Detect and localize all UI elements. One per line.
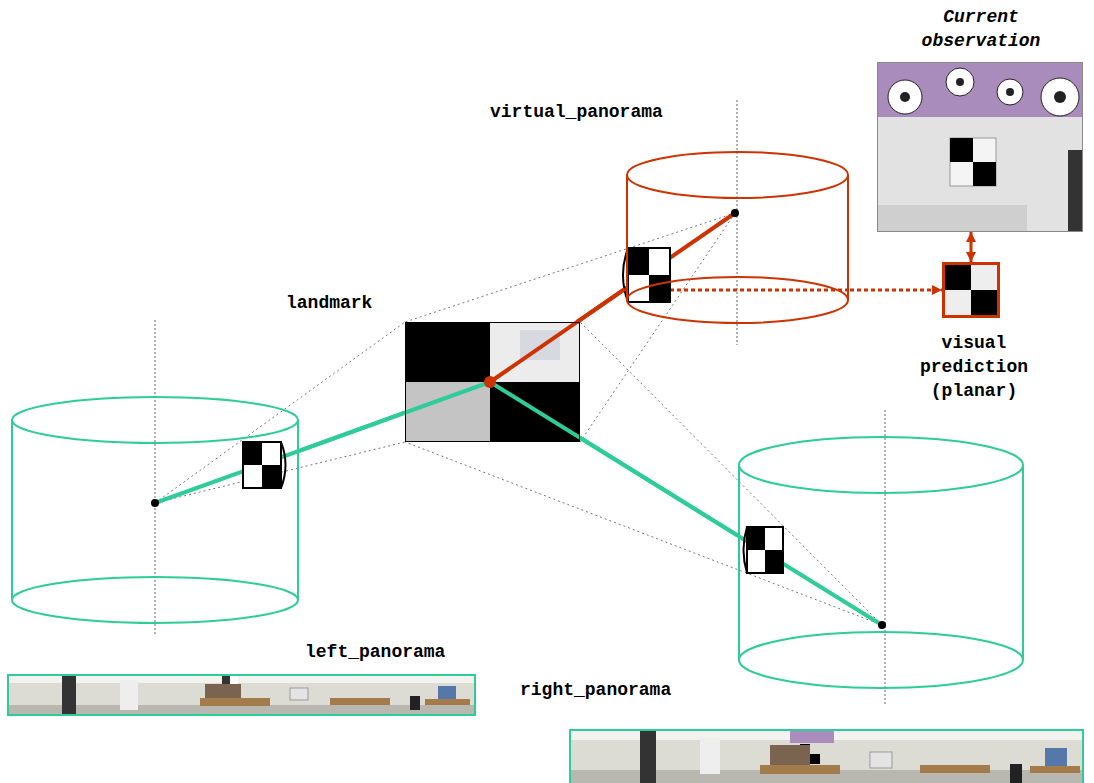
node-label: right_panorama xyxy=(520,678,671,702)
virtual-panorama-cylinder: virtual_panorama xyxy=(625,150,850,325)
connector-line xyxy=(970,232,973,262)
node-label: visual prediction (planar) xyxy=(904,331,1044,403)
right-panorama-cylinder: right_panorama xyxy=(737,435,1025,690)
connector-line xyxy=(300,413,405,451)
connector-line xyxy=(577,289,625,322)
connector-line xyxy=(580,438,737,535)
observation-image: Current observation xyxy=(877,62,1083,232)
connector-line xyxy=(850,289,942,292)
cylinder-outline xyxy=(10,395,300,625)
cylinder-outline xyxy=(625,150,850,325)
landmark-board: landmark xyxy=(405,322,580,442)
node-label: landmark xyxy=(286,291,372,315)
left-panorama-cylinder: left_panorama xyxy=(10,395,300,625)
cylinder-outline xyxy=(737,435,1025,690)
node-label: Current observation xyxy=(901,5,1061,53)
node-label: virtual_panorama xyxy=(490,100,663,124)
node-label: left_panorama xyxy=(305,640,445,664)
prediction-box: visual prediction (planar) xyxy=(942,262,1000,318)
